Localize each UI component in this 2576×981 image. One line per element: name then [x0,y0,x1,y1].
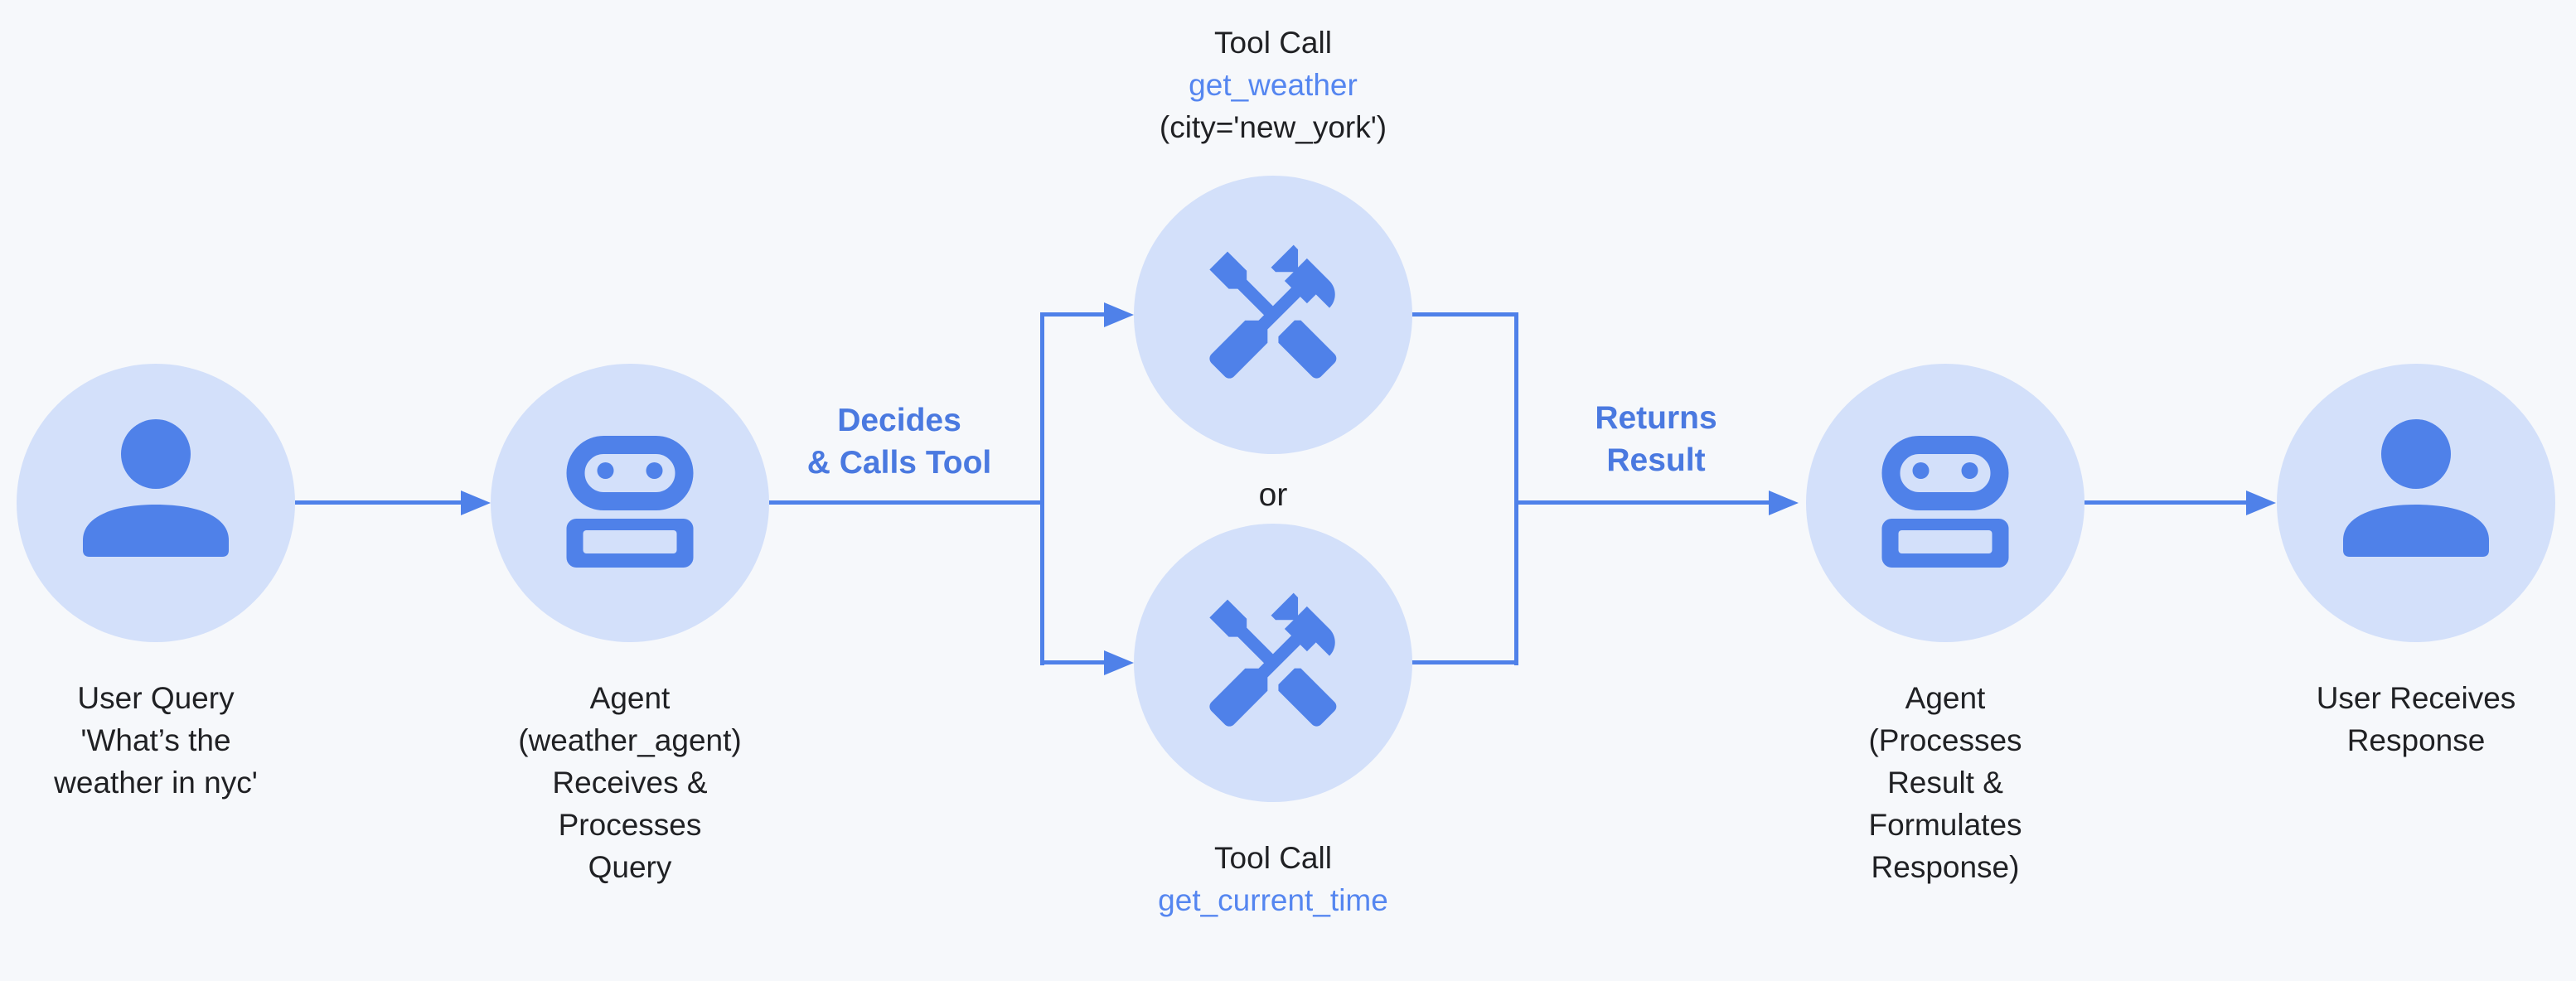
caption-user-receive: User Receives Response [2201,677,2576,761]
tools-icon [1209,592,1337,727]
caption-line: Processes [558,808,702,842]
robot-icon [566,436,694,568]
node-agent-1 [491,364,769,642]
tool-top-name: get_weather [1189,68,1358,102]
edge-agent-to-branch [769,500,1044,505]
tool-top-title: Tool Call [1214,26,1332,60]
caption-line: (weather_agent) [518,723,742,757]
tool-top-label: Tool Call get_weather (city='new_york') [983,22,1563,148]
caption-line: (Processes [1868,723,2022,757]
edge-label-returns-line1: Returns [1595,400,1717,436]
edge-label-decides-line2: & Calls Tool [806,445,992,481]
tool-bottom-label: Tool Call get_current_time [983,837,1563,921]
arrowhead-icon [461,490,491,515]
tools-icon [1209,244,1337,379]
edge-branch-to-agent2 [1514,500,1770,505]
arrowhead-icon [1104,650,1134,675]
branch-vertical-left [1040,312,1044,665]
caption-line: Receives & [552,766,708,800]
person-icon [2343,419,2489,557]
caption-agent-respond: Agent (Processes Result & Formulates Res… [1730,677,2161,888]
edge-tool-bottom-return [1411,660,1518,664]
or-label: or [1258,477,1288,513]
node-tool-get-current-time [1134,524,1412,802]
tool-bottom-name: get_current_time [1158,883,1388,917]
caption-line: User Query [77,681,235,715]
caption-line: Formulates [1868,808,2022,842]
person-icon [83,419,229,557]
arrowhead-icon [2246,490,2276,515]
edge-branch-to-tool-top [1040,312,1105,317]
node-tool-get-weather [1134,176,1412,454]
caption-line: Query [588,850,672,884]
edge-branch-to-tool-bottom [1040,660,1105,664]
caption-line: 'What’s the [80,723,231,757]
node-user-response [2277,364,2555,642]
caption-agent-receive: Agent (weather_agent) Receives & Process… [414,677,845,888]
caption-user-query: User Query 'What’s the weather in nyc' [0,677,371,804]
tool-top-args: (city='new_york') [1159,110,1387,144]
edge-label-decides-line1: Decides [837,403,961,438]
arrowhead-icon [1104,302,1134,327]
edge-label-decides: Decides & Calls Tool [725,399,1073,484]
edge-label-returns: Returns Result [1482,397,1830,481]
caption-line: Response) [1871,850,2020,884]
caption-line: weather in nyc' [54,766,258,800]
caption-line: Agent [1905,681,1986,715]
edge-agent2-to-user2 [2085,500,2247,505]
edge-user-to-agent [295,500,462,505]
node-user-query [17,364,295,642]
branch-vertical-right [1514,312,1518,665]
arrowhead-icon [1769,490,1799,515]
caption-line: Result & [1887,766,2003,800]
robot-icon [1881,436,2009,568]
caption-line: User Receives [2316,681,2516,715]
caption-line: Response [2346,723,2486,757]
edge-tool-top-return [1411,312,1518,317]
caption-line: Agent [589,681,671,715]
node-agent-2 [1806,364,2085,642]
tool-bottom-title: Tool Call [1214,841,1332,875]
edge-label-returns-line2: Result [1606,442,1706,478]
